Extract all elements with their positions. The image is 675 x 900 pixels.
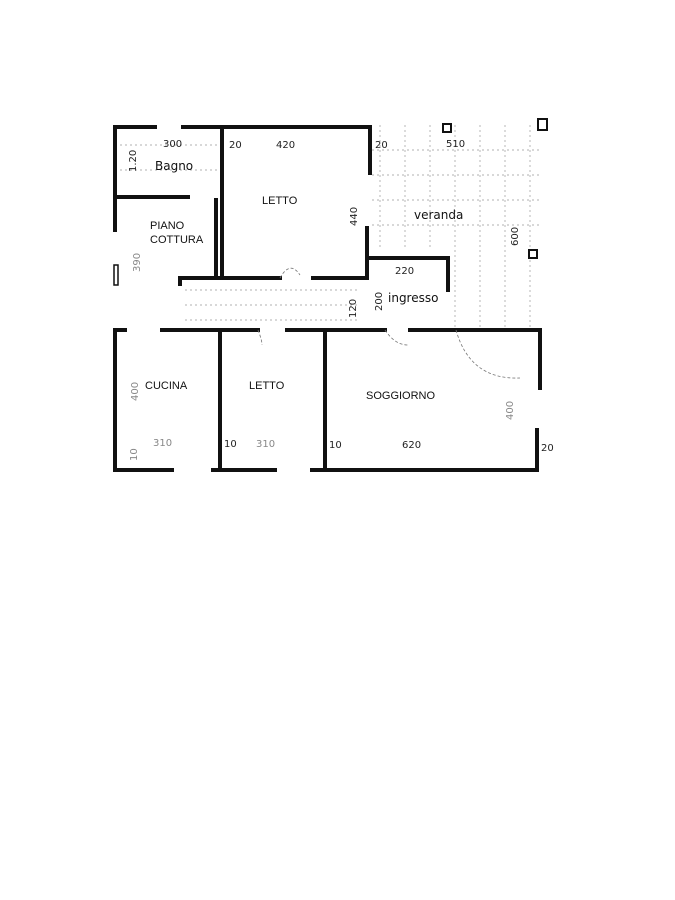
veranda-grid	[120, 125, 540, 330]
door-swings	[257, 267, 521, 379]
room-label-soggiorno: SOGGIORNO	[366, 390, 436, 402]
dimension-bagno-height: 1.20	[128, 150, 139, 172]
dimension-veranda-width: 510	[446, 139, 465, 150]
room-label-ingresso: ingresso	[388, 291, 438, 305]
dimension-soggiorno-height: 400	[505, 401, 516, 420]
room-label-letto-top: LETTO	[262, 195, 298, 207]
dimension-wall-20: 20	[541, 443, 554, 454]
dimension-wall-20: 20	[375, 140, 388, 151]
dimension-wall-10: 10	[129, 448, 140, 461]
dimension-cucina-width: 310	[153, 438, 172, 449]
room-label-letto-bottom: LETTO	[249, 380, 285, 392]
dimension-wall-10: 10	[224, 439, 237, 450]
dimension-veranda-height: 600	[510, 227, 521, 246]
dimension-corridor-height: 120	[348, 299, 359, 318]
dimension-ingresso-width: 220	[395, 266, 414, 277]
dimension-ingresso-height: 200	[374, 292, 385, 311]
room-label-piano-cottura-line1: PIANO	[150, 220, 185, 232]
room-label-piano-cottura-line2: COTTURA	[150, 234, 204, 246]
dimension-letto-bottom-width: 310	[256, 439, 275, 450]
dimension-piano-height: 390	[132, 253, 143, 272]
room-label-bagno: Bagno	[155, 159, 193, 173]
dimension-wall-20: 20	[229, 140, 242, 151]
dimension-soggiorno-width: 620	[402, 440, 421, 451]
dimension-letto-width: 420	[276, 140, 295, 151]
room-label-veranda: veranda	[414, 208, 463, 222]
dimension-cucina-height: 400	[130, 382, 141, 401]
room-label-cucina: CUCINA	[145, 380, 188, 392]
walls	[113, 118, 548, 472]
dimension-bagno-width: 300	[163, 139, 182, 150]
dimension-letto-height: 440	[349, 207, 360, 226]
dimension-wall-10: 10	[329, 440, 342, 451]
